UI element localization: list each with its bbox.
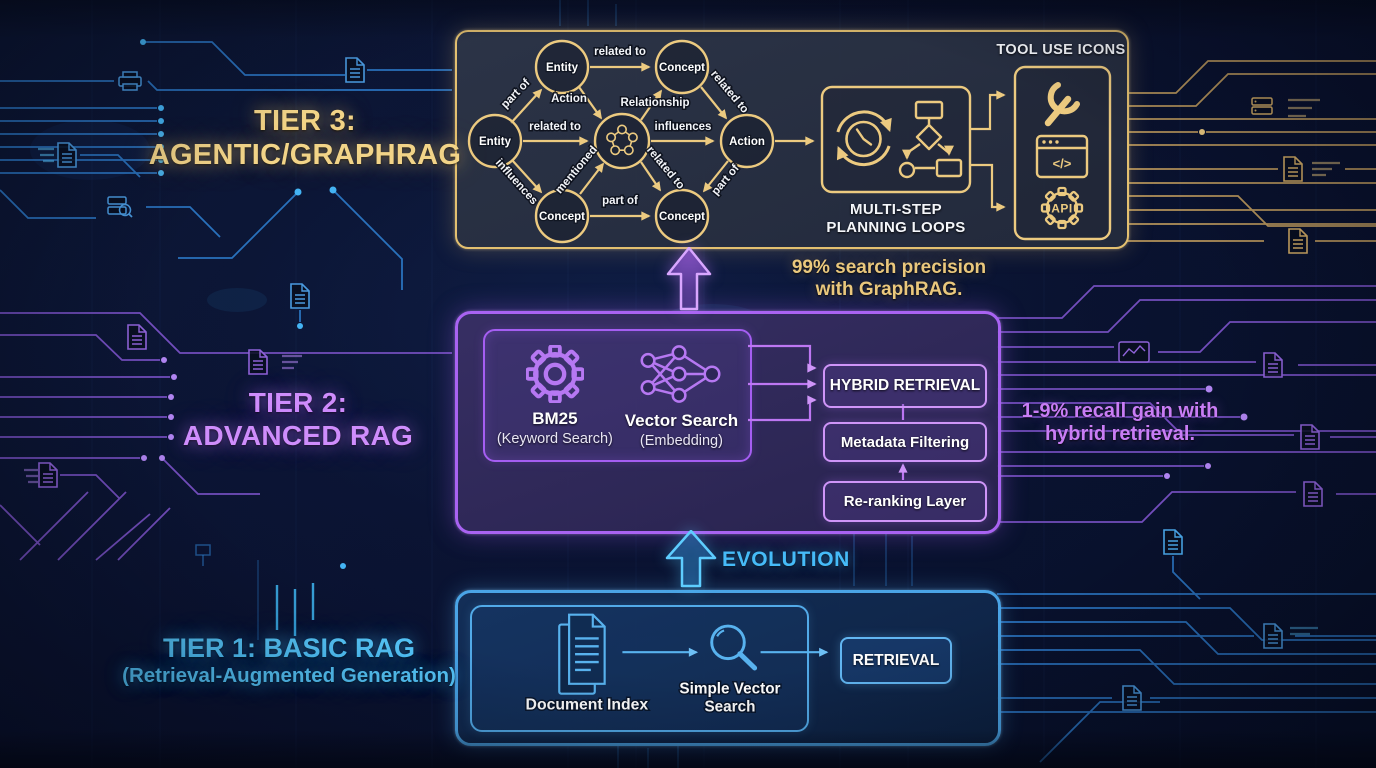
circuit-traces-gold-topright bbox=[1127, 60, 1376, 242]
tier3-panel: Entity Concept Entity Action Concept Con… bbox=[455, 30, 1129, 249]
graphrag-precision-line2: with GraphRAG. bbox=[815, 279, 963, 300]
metadata-filtering-box: Metadata Filtering bbox=[823, 422, 987, 462]
tier2-label: TIER 2: ADVANCED RAG bbox=[133, 386, 463, 452]
document-icon bbox=[1163, 529, 1183, 555]
node-label: Concept bbox=[539, 211, 585, 223]
document-icon bbox=[290, 283, 310, 309]
edge-label: Relationship bbox=[620, 97, 689, 109]
database-search-icon bbox=[107, 196, 133, 218]
node-label: Entity bbox=[479, 136, 512, 148]
document-icon bbox=[1300, 424, 1320, 450]
tool-use-icons-title: TOOL USE ICONS bbox=[996, 42, 1126, 58]
edge-label: related to bbox=[644, 144, 686, 191]
document-icon bbox=[1303, 481, 1323, 507]
circuit-traces-blue-topleft bbox=[0, 41, 452, 322]
chart-icon bbox=[1118, 341, 1150, 363]
tier1-label-line1: TIER 1: BASIC RAG bbox=[162, 633, 416, 663]
tier2-label-line1: TIER 2: bbox=[248, 387, 348, 418]
edge-label: influences bbox=[655, 121, 712, 133]
planning-label-line2: PLANNING LOOPS bbox=[826, 219, 966, 236]
search-magnifier-icon bbox=[710, 624, 758, 671]
hybrid-retrieval-box: HYBRID RETRIEVAL bbox=[823, 364, 987, 408]
document-icon bbox=[1122, 685, 1142, 711]
edge-label: related to bbox=[708, 68, 750, 115]
document-icon bbox=[1263, 352, 1283, 378]
document-icon bbox=[127, 324, 147, 350]
node-label: Action bbox=[729, 136, 765, 148]
tier1-label-line2: (Retrieval-Augmented Generation) bbox=[122, 664, 456, 687]
tier3-label: TIER 3: AGENTIC/GRAPHRAG bbox=[140, 104, 470, 172]
document-index-label: Document Index bbox=[526, 696, 649, 713]
printer-icon bbox=[118, 71, 142, 91]
api-text: API bbox=[1051, 202, 1073, 216]
edge-label: related to bbox=[529, 121, 581, 133]
server-icon bbox=[1251, 97, 1273, 115]
graphrag-precision-line1: 99% search precision bbox=[791, 257, 987, 278]
node-label: Concept bbox=[659, 211, 705, 223]
planning-label-line1: MULTI-STEP bbox=[850, 201, 942, 218]
hybrid-recall-stat: 1-9% recall gain with hybrid retrieval. bbox=[1000, 400, 1240, 446]
api-gear-icon: API bbox=[1040, 186, 1084, 230]
reranking-layer-box: Re-ranking Layer bbox=[823, 481, 987, 522]
tier2-label-line2: ADVANCED RAG bbox=[182, 420, 414, 451]
retrieval-box: RETRIEVAL bbox=[840, 637, 952, 684]
node-label: Concept bbox=[659, 62, 705, 74]
evolution-label: EVOLUTION bbox=[722, 548, 850, 571]
hybrid-recall-line2: hybrid retrieval. bbox=[1044, 423, 1196, 445]
tier1-panel: Document Index Simple Vector Search RETR… bbox=[455, 590, 1001, 746]
documents-icon bbox=[558, 613, 606, 695]
planning-loops-label: MULTI-STEP PLANNING LOOPS bbox=[820, 201, 972, 237]
simple-vector-label-line2: Search bbox=[704, 698, 755, 715]
hub-node bbox=[593, 112, 651, 170]
planning-loops-box bbox=[820, 85, 972, 194]
document-icon bbox=[1288, 228, 1308, 254]
document-icon bbox=[38, 462, 58, 488]
speedlines-blue-right bbox=[1290, 626, 1318, 636]
up-arrow-icon bbox=[666, 247, 712, 311]
tier1-label: TIER 1: BASIC RAG (Retrieval-Augmented G… bbox=[109, 633, 469, 688]
hybrid-recall-line1: 1-9% recall gain with bbox=[1021, 400, 1219, 422]
circuit-traces-blue-bottomright bbox=[997, 556, 1376, 763]
code-brackets-text: </> bbox=[1053, 156, 1072, 171]
tier3-label-line2: AGENTIC/GRAPHRAG bbox=[148, 139, 462, 171]
document-icon bbox=[248, 349, 268, 375]
document-icon bbox=[345, 57, 365, 83]
document-icon bbox=[1263, 623, 1283, 649]
graph-nodes: Entity Concept Entity Action Concept Con… bbox=[467, 39, 775, 244]
simple-vector-label-line1: Simple Vector bbox=[679, 681, 780, 698]
edge-label: mentioned bbox=[553, 144, 600, 196]
knowledge-graph: Entity Concept Entity Action Concept Con… bbox=[467, 39, 1112, 244]
circuit-dots-gold bbox=[1199, 129, 1205, 135]
node-label: Entity bbox=[546, 62, 579, 74]
graphrag-precision-stat: 99% search precision with GraphRAG. bbox=[769, 257, 1009, 301]
document-icon bbox=[1283, 156, 1303, 182]
tier2-panel: BM25 (Keyword Search) Vector Search bbox=[455, 311, 1001, 534]
edge-label: part of bbox=[710, 162, 742, 197]
edge-label: Action bbox=[551, 93, 587, 105]
edge-label: part of bbox=[602, 195, 638, 207]
up-arrow-icon bbox=[665, 530, 717, 588]
tier3-label-line1: TIER 3: bbox=[254, 105, 356, 137]
edge-label: related to bbox=[594, 46, 646, 58]
tool-icons-box: </> API bbox=[1013, 65, 1112, 241]
document-icon bbox=[57, 142, 77, 168]
